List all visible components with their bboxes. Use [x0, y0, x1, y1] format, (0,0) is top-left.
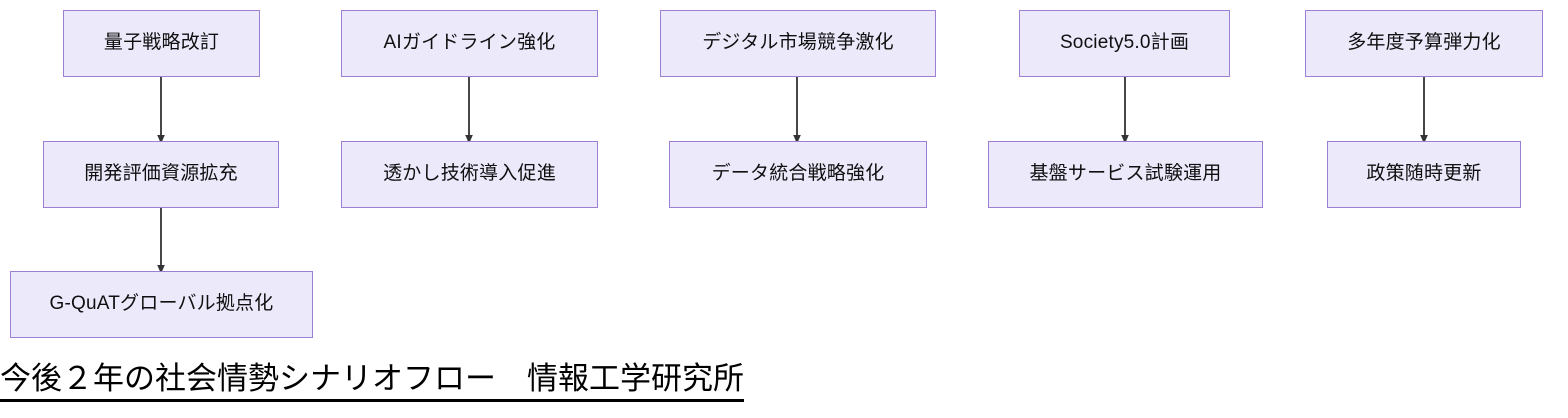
flow-node-n9[interactable]: 基盤サービス試験運用	[988, 141, 1263, 208]
flow-node-label: 開発評価資源拡充	[84, 163, 238, 185]
diagram-caption: 今後２年の社会情勢シナリオフロー 情報工学研究所	[0, 361, 744, 402]
flow-node-label: 政策随時更新	[1366, 163, 1482, 185]
flow-node-n5[interactable]: 透かし技術導入促進	[341, 141, 598, 208]
flow-node-n6[interactable]: デジタル市場競争激化	[660, 10, 936, 77]
flow-node-label: デジタル市場競争激化	[702, 32, 894, 54]
flow-node-n3[interactable]: G-QuATグローバル拠点化	[10, 271, 313, 338]
flow-node-n1[interactable]: 量子戦略改訂	[63, 10, 260, 77]
flow-node-label: G-QuATグローバル拠点化	[49, 293, 274, 315]
flow-node-label: AIガイドライン強化	[383, 32, 556, 54]
flow-node-n10[interactable]: 多年度予算弾力化	[1305, 10, 1543, 77]
flow-node-n7[interactable]: データ統合戦略強化	[669, 141, 927, 208]
flow-node-label: データ統合戦略強化	[711, 163, 885, 185]
flow-node-label: Society5.0計画	[1059, 32, 1190, 54]
flow-node-n11[interactable]: 政策随時更新	[1327, 141, 1521, 208]
flow-node-label: 多年度予算弾力化	[1347, 32, 1501, 54]
flow-node-label: 透かし技術導入促進	[383, 163, 556, 185]
flow-node-label: 量子戦略改訂	[103, 32, 220, 54]
flow-node-label: 基盤サービス試験運用	[1029, 163, 1222, 185]
flow-node-n4[interactable]: AIガイドライン強化	[341, 10, 598, 77]
flow-node-n8[interactable]: Society5.0計画	[1019, 10, 1230, 77]
flow-node-n2[interactable]: 開発評価資源拡充	[43, 141, 279, 208]
